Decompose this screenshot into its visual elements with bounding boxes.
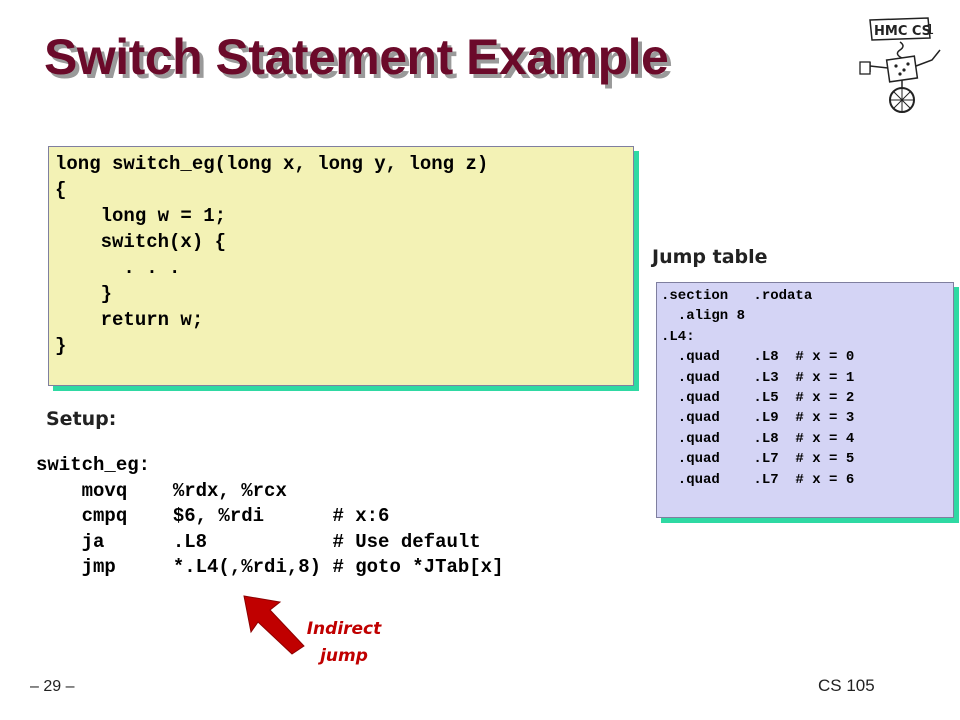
red-arrow-icon [243,595,305,655]
jump-table-box: .section .rodata .align 8 .L4: .quad .L8… [656,282,954,518]
svg-text:1: 1 [926,23,934,38]
course-label: CS 105 [818,676,875,695]
setup-code: switch_eg: movq %rdx, %rcx cmpq $6, %rdi… [36,454,504,579]
indirect-jump-note: Indirect jump [296,616,392,670]
logo-sign: HMC CS 1 [869,17,934,41]
c-code: long switch_eg(long x, long y, long z) {… [55,153,489,357]
jump-table-label: Jump table [652,246,768,268]
indirect-line-1: Indirect [306,619,382,639]
slide-title: Switch Statement Example [44,29,669,85]
jump-table-code: .section .rodata .align 8 .L4: .quad .L8… [661,288,855,488]
c-code-box: long switch_eg(long x, long y, long z) {… [48,146,634,386]
indirect-line-2: jump [320,646,368,666]
logo-text: HMC CS [874,24,931,39]
setup-label: Setup: [46,408,117,430]
hmc-cs-robot-logo-icon: HMC CS 1 [859,17,941,113]
page-number: – 29 – [30,678,75,695]
